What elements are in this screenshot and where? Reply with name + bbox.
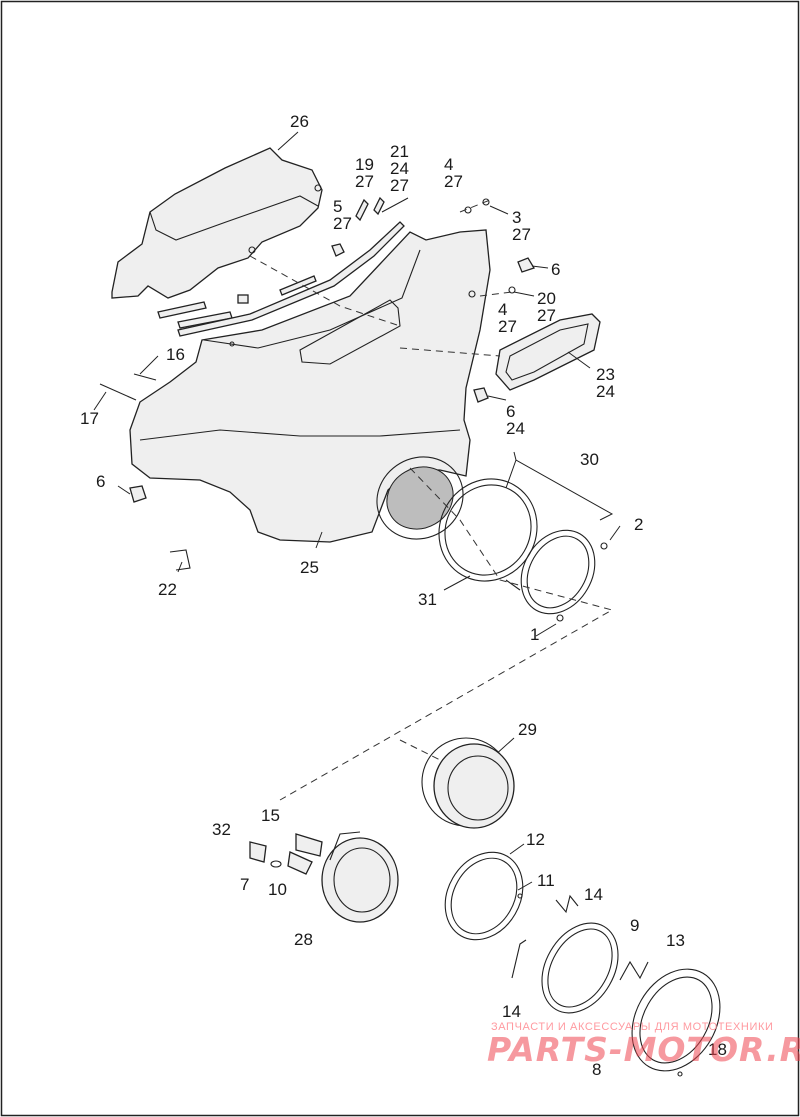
callout-6-a: 6: [551, 260, 561, 279]
callout-12: 12: [526, 830, 545, 849]
callout-10: 10: [268, 880, 287, 899]
callout-30: 30: [580, 450, 599, 469]
vent-assembly: [495, 313, 601, 391]
callout-22: 22: [158, 580, 177, 599]
callout-26: 26: [290, 112, 309, 131]
callout-5-27: 5 27: [333, 197, 352, 233]
headlamp-28: [249, 831, 399, 923]
callout-1: 1: [530, 625, 540, 644]
callout-6-b: 6: [96, 472, 106, 491]
callout-7: 7: [240, 875, 250, 894]
callout-20-27: 20 27: [537, 289, 556, 325]
callout-25: 25: [300, 558, 319, 577]
trim-strips: [157, 196, 405, 337]
assembly-lines: [249, 199, 614, 801]
hardware-items: [99, 198, 608, 622]
callout-9: 9: [630, 916, 640, 935]
callout-4-27-top: 4 27: [444, 155, 463, 191]
callout-19-27: 19 27: [355, 155, 374, 191]
callout-11: 11: [537, 871, 555, 890]
callout-32: 32: [212, 820, 231, 839]
callout-21-24-27: 21 24 27: [390, 142, 409, 195]
callout-8: 8: [592, 1060, 602, 1079]
callout-28: 28: [294, 930, 313, 949]
callout-4-27-mid: 4 27: [498, 300, 517, 336]
callout-2: 2: [634, 515, 644, 534]
callout-14-b: 14: [502, 1002, 521, 1021]
callout-3-27: 3 27: [512, 208, 531, 244]
callout-18: 18: [708, 1040, 727, 1059]
callout-23-24: 23 24: [596, 365, 615, 401]
callout-14-a: 14: [584, 885, 603, 904]
fairing: [129, 229, 491, 543]
watermark-logo: PARTS-MOTOR.RU: [487, 1030, 800, 1069]
windshield: [111, 147, 323, 299]
watermark-caption: ЗАПЧАСТИ И АКСЕССУАРЫ ДЛЯ МОТОТЕХНИКИ: [491, 1021, 774, 1033]
callout-29: 29: [518, 720, 537, 739]
callout-17: 17: [80, 409, 99, 428]
callout-31: 31: [418, 590, 437, 609]
callout-6-24: 6 24: [506, 402, 525, 438]
headlamp-29: [421, 737, 515, 829]
callout-13: 13: [666, 931, 685, 950]
callout-15: 15: [261, 806, 280, 825]
callout-16: 16: [166, 345, 185, 364]
retaining-rings: [444, 851, 721, 1077]
